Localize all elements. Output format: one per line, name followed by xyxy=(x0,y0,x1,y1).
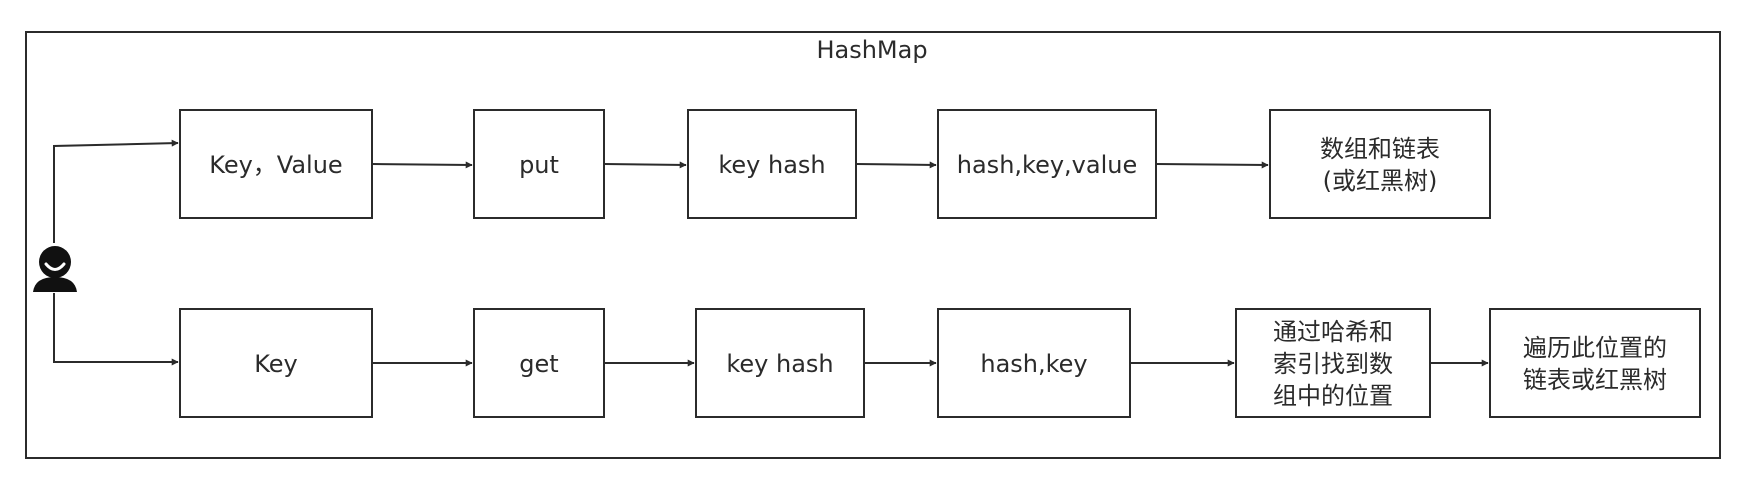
get-traverse-label-line2: 链表或红黑树 xyxy=(1523,366,1667,394)
put-entry-label: hash,key,value xyxy=(957,151,1137,179)
get-traverse-label-line1: 遍历此位置的 xyxy=(1523,334,1667,362)
get-keyhash-node: key hash xyxy=(695,308,865,418)
get-op-node: get xyxy=(473,308,605,418)
put-arrow-1 xyxy=(371,161,473,169)
put-entry-node: hash,key,value xyxy=(937,109,1157,219)
put-arrow-3 xyxy=(855,161,937,169)
user-icon xyxy=(33,246,77,292)
get-input-label: Key xyxy=(254,350,298,378)
get-traverse-node: 遍历此位置的 链表或红黑树 xyxy=(1489,308,1701,418)
put-keyhash-node: key hash xyxy=(687,109,857,219)
get-entry-node: hash,key xyxy=(937,308,1131,418)
get-locate-label-line2: 索引找到数 xyxy=(1273,350,1393,378)
get-locate-label-line1: 通过哈希和 xyxy=(1273,318,1393,346)
get-entry-label: hash,key xyxy=(980,350,1087,378)
hashmap-container xyxy=(25,31,1721,459)
get-locate-node: 通过哈希和 索引找到数 组中的位置 xyxy=(1235,308,1431,418)
container-title: HashMap xyxy=(816,36,927,64)
put-keyhash-label: key hash xyxy=(718,151,825,179)
put-arrow-4 xyxy=(1155,161,1269,169)
get-keyhash-label: key hash xyxy=(726,350,833,378)
put-op-label: put xyxy=(519,151,559,179)
branch-to-put xyxy=(53,139,179,243)
get-locate-label-line3: 组中的位置 xyxy=(1273,382,1393,410)
branch-to-get xyxy=(53,293,179,366)
put-storage-node: 数组和链表 (或红黑树) xyxy=(1269,109,1491,219)
put-input-node: Key，Value xyxy=(179,109,373,219)
put-storage-label-line2: (或红黑树) xyxy=(1323,167,1438,195)
put-op-node: put xyxy=(473,109,605,219)
put-input-label: Key，Value xyxy=(209,151,342,179)
put-flow: Key，Value put key hash hash,key,value 数组… xyxy=(179,109,1491,219)
put-storage-label-line1: 数组和链表 xyxy=(1320,135,1440,163)
get-flow: Key get key hash hash,key 通过哈希和 索引找到数 组中… xyxy=(179,308,1701,418)
get-input-node: Key xyxy=(179,308,373,418)
get-op-label: get xyxy=(519,350,558,378)
put-arrow-2 xyxy=(603,161,687,169)
